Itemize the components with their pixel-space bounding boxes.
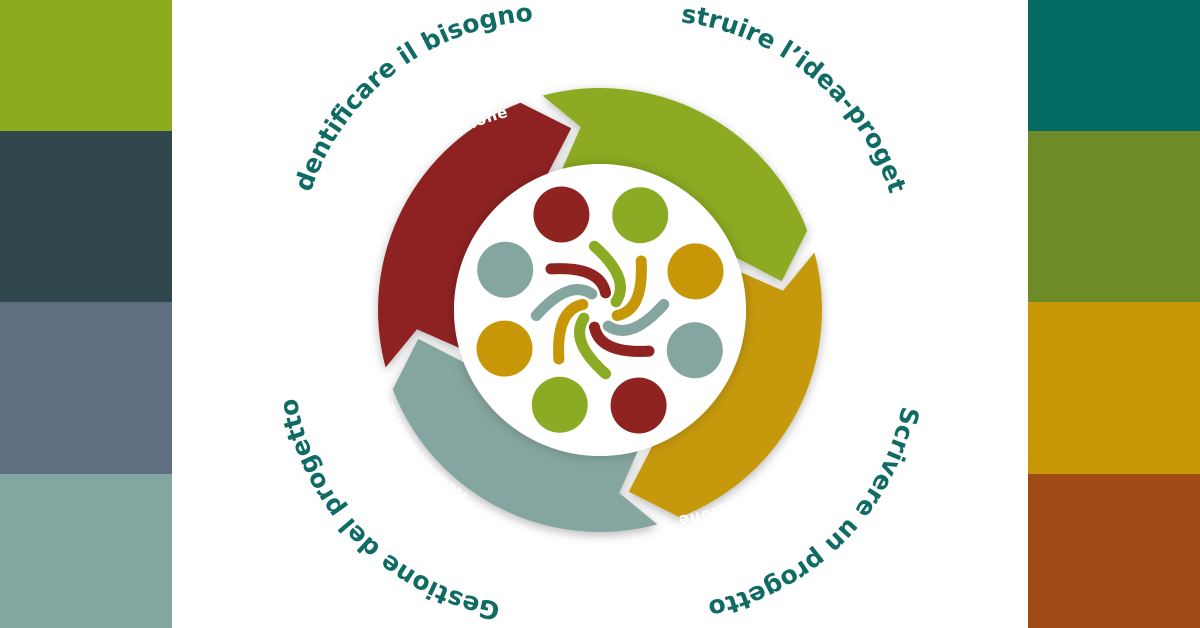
person-swoosh [611,255,647,322]
project-cycle-diagram: Identificazione Formulazione Programmazi… [172,0,925,626]
right-color-bands [1028,0,1200,628]
left-band-3 [0,302,172,474]
person-swoosh [602,298,670,336]
person-head [667,243,724,300]
person-swoosh [588,240,626,308]
segment-identificazione [378,102,572,368]
person-head [612,187,669,244]
person-swoosh [545,263,612,299]
person-head [610,377,667,434]
right-band-4 [1028,474,1200,628]
person-head [533,186,590,243]
person-head [476,320,533,377]
person-head [666,322,723,379]
person-swoosh [588,321,655,357]
left-band-1 [0,0,172,131]
segment-programmazione [628,252,823,518]
left-band-4 [0,474,172,628]
segment-formulazione [542,87,808,282]
right-band-3 [1028,302,1200,474]
right-band-1 [1028,0,1200,131]
people-logo [476,186,724,434]
person-head [531,376,588,433]
person-swoosh [553,298,589,365]
segment-realizzazione [392,338,658,533]
center-disk [454,164,746,456]
left-color-bands [0,0,172,628]
person-head [477,241,534,298]
cycle-ring [378,87,823,533]
left-band-2 [0,131,172,302]
right-band-2 [1028,131,1200,302]
person-swoosh [574,312,612,380]
person-swoosh [530,284,598,322]
